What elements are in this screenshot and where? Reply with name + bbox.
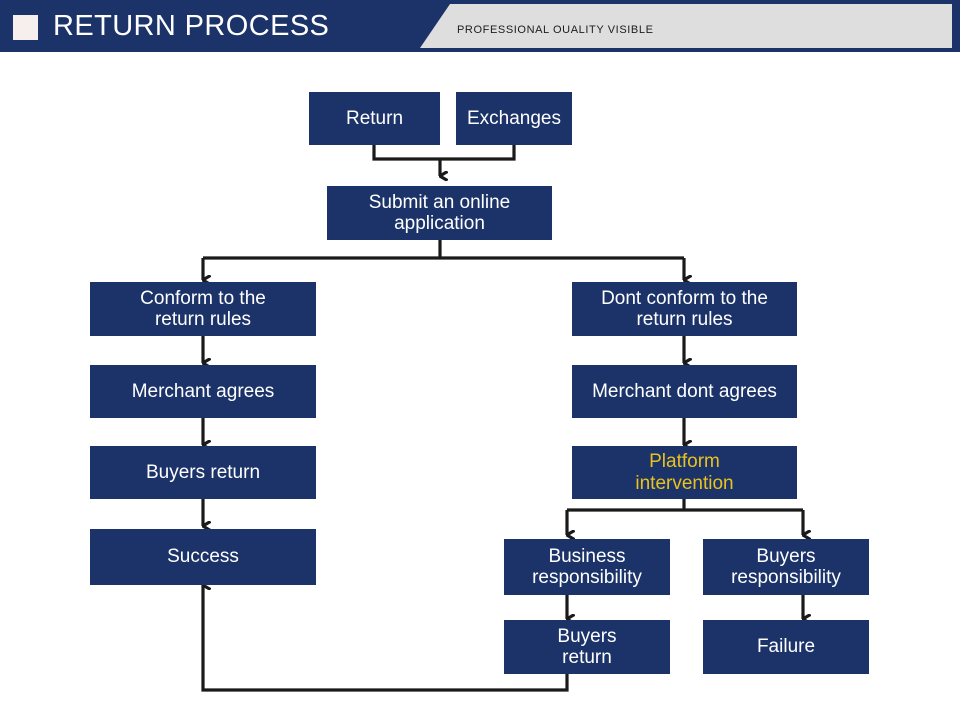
node-success-label: Success <box>167 546 239 568</box>
node-business-responsibility-label: Business responsibility <box>532 545 642 588</box>
node-dont-conform-rules-label: Dont conform to the return rules <box>601 287 768 330</box>
node-merchant-agrees-label: Merchant agrees <box>131 380 275 402</box>
node-merchant-dont-agrees[interactable]: Merchant dont agrees <box>572 365 797 418</box>
header-subtitle: PROFESSIONAL OUALITY VISIBLE <box>457 24 654 36</box>
node-return-label: Return <box>345 107 404 129</box>
node-buyers-return-left-label: Buyers return <box>145 461 261 483</box>
edge-exchanges-to-submit <box>440 145 516 161</box>
node-merchant-agrees[interactable]: Merchant agrees <box>90 365 316 418</box>
edge-return-to-submit <box>372 145 440 161</box>
node-dont-conform-rules[interactable]: Dont conform to the return rules <box>572 282 797 336</box>
header-right-panel <box>420 4 952 48</box>
node-conform-rules[interactable]: Conform to the return rules <box>90 282 316 336</box>
flowchart: Return Exchanges Submit an online applic… <box>0 52 960 720</box>
node-submit-application[interactable]: Submit an online application <box>327 186 552 240</box>
node-conform-rules-label: Conform to the return rules <box>140 287 266 330</box>
edge-buyers-return-feedback-to-success <box>201 585 569 692</box>
header-accent-square-icon <box>13 15 38 40</box>
header-bar: RETURN PROCESS PROFESSIONAL OUALITY VISI… <box>0 0 960 52</box>
node-buyers-return-right[interactable]: Buyers return <box>504 620 670 674</box>
node-success[interactable]: Success <box>90 529 316 585</box>
node-return[interactable]: Return <box>309 92 440 145</box>
node-buyers-return-left[interactable]: Buyers return <box>90 446 316 499</box>
node-buyers-return-right-label: Buyers return <box>557 625 617 668</box>
node-platform-intervention[interactable]: Platform intervention <box>572 446 797 499</box>
node-merchant-dont-agrees-label: Merchant dont agrees <box>592 380 777 402</box>
node-submit-application-label: Submit an online application <box>368 191 511 234</box>
node-failure[interactable]: Failure <box>703 620 869 674</box>
node-buyers-responsibility[interactable]: Buyers responsibility <box>703 539 869 595</box>
node-failure-label: Failure <box>756 636 816 658</box>
node-platform-intervention-label: Platform intervention <box>635 451 734 494</box>
page-title: RETURN PROCESS <box>53 10 330 42</box>
node-exchanges-label: Exchanges <box>466 107 561 129</box>
node-buyers-responsibility-label: Buyers responsibility <box>731 545 841 588</box>
flowchart-connectors <box>201 145 960 692</box>
node-business-responsibility[interactable]: Business responsibility <box>504 539 670 595</box>
node-exchanges[interactable]: Exchanges <box>456 92 572 145</box>
